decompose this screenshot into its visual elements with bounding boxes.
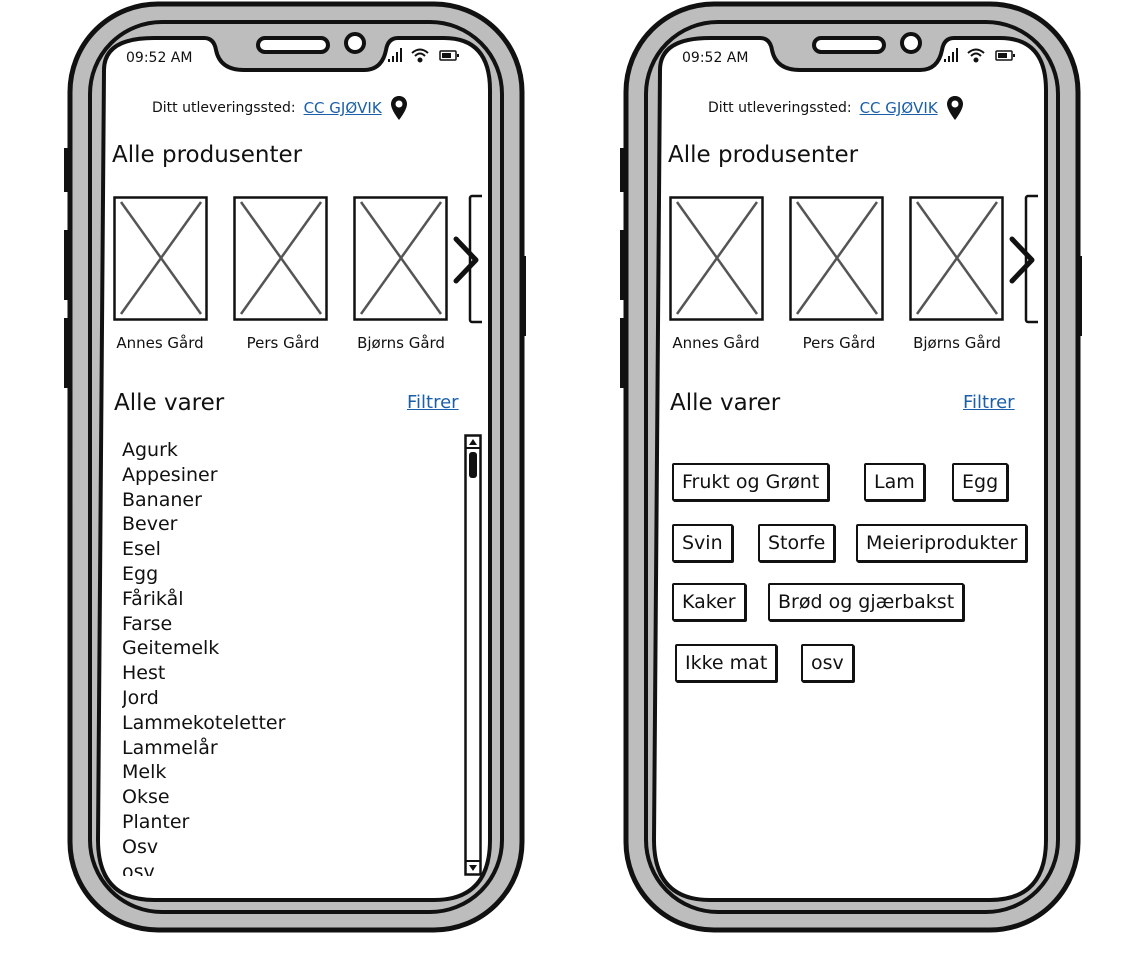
- list-item[interactable]: Planter: [122, 810, 190, 833]
- list-item[interactable]: Bever: [122, 513, 178, 536]
- list-item[interactable]: Appesiner: [122, 463, 218, 486]
- list-item[interactable]: Okse: [122, 786, 170, 809]
- category-chip[interactable]: osv: [801, 644, 854, 682]
- list-item[interactable]: Melk: [122, 761, 167, 784]
- category-chip[interactable]: Egg: [952, 463, 1009, 501]
- chevron-right-icon[interactable]: [452, 194, 482, 324]
- producers-title: Alle produsenter: [112, 142, 303, 168]
- chevron-right-icon[interactable]: [1008, 194, 1038, 324]
- list-item[interactable]: Hest: [122, 662, 166, 685]
- producer-name: Pers Gård: [246, 334, 320, 352]
- list-item[interactable]: Farse: [122, 612, 173, 635]
- location-label: Ditt utleveringssted:: [708, 100, 852, 116]
- producer-image[interactable]: [233, 196, 328, 321]
- battery-icon: [995, 50, 1015, 61]
- producer-image[interactable]: [669, 196, 764, 321]
- category-chip[interactable]: Brød og gjærbakst: [768, 583, 965, 621]
- delivery-location: Ditt utleveringssted: CC GJØVIK: [708, 95, 964, 121]
- list-item[interactable]: Jord: [122, 686, 159, 709]
- status-icons: [388, 48, 459, 63]
- producers-title: Alle produsenter: [668, 142, 859, 168]
- producer-name: Bjørns Gård: [913, 334, 1001, 352]
- delivery-location: Ditt utleveringssted: CC GJØVIK: [152, 95, 408, 121]
- category-chip[interactable]: Lam: [864, 463, 925, 501]
- producer-image[interactable]: [113, 196, 208, 321]
- product-list[interactable]: Agurk Appesiner Bananer Bever Esel Egg F…: [122, 438, 452, 876]
- signal-icon: [388, 48, 402, 62]
- list-item[interactable]: Bananer: [122, 488, 202, 511]
- products-title: Alle varer: [114, 390, 225, 416]
- status-time: 09:52 AM: [682, 50, 749, 66]
- category-chip[interactable]: Ikke mat: [675, 644, 778, 682]
- signal-icon: [944, 48, 958, 62]
- status-time: 09:52 AM: [126, 50, 193, 66]
- category-chip[interactable]: Svin: [672, 524, 733, 562]
- producer-image[interactable]: [789, 196, 884, 321]
- location-link[interactable]: CC GJØVIK: [303, 99, 382, 117]
- wifi-icon: [967, 48, 985, 63]
- list-item[interactable]: Egg: [122, 562, 159, 585]
- list-item[interactable]: Esel: [122, 538, 161, 561]
- phone-category-filter: 09:52 AM Ditt utleveringssted: CC GJØVIK…: [620, 0, 1082, 934]
- producer-name: Bjørns Gård: [357, 334, 445, 352]
- phone-product-list: 09:52 AM Ditt utleveringssted: CC GJØVIK…: [64, 0, 526, 934]
- producer-name: Pers Gård: [802, 334, 876, 352]
- list-item[interactable]: Lammelår: [122, 736, 218, 759]
- list-item[interactable]: Agurk: [122, 439, 178, 461]
- status-icons: [944, 48, 1015, 63]
- producer-name: Annes Gård: [672, 334, 760, 352]
- filter-link[interactable]: Filtrer: [407, 392, 459, 413]
- screen: 09:52 AM Ditt utleveringssted: CC GJØVIK…: [96, 38, 490, 900]
- producer-name: Annes Gård: [116, 334, 204, 352]
- scrollbar[interactable]: [464, 434, 482, 876]
- products-title: Alle varer: [670, 390, 781, 416]
- list-item[interactable]: Geitemelk: [122, 637, 220, 660]
- filter-link[interactable]: Filtrer: [963, 392, 1015, 413]
- list-item[interactable]: Fårikål: [122, 587, 184, 610]
- scroll-down-icon: [469, 865, 477, 871]
- category-chip[interactable]: Meieriprodukter: [856, 524, 1028, 562]
- category-chip[interactable]: Frukt og Grønt: [672, 463, 830, 501]
- location-link[interactable]: CC GJØVIK: [859, 99, 938, 117]
- battery-icon: [439, 50, 459, 61]
- producer-image[interactable]: [353, 196, 448, 321]
- wifi-icon: [411, 48, 429, 63]
- list-item[interactable]: Osv: [122, 835, 159, 858]
- map-pin-icon[interactable]: [946, 95, 964, 121]
- scroll-up-icon: [469, 439, 477, 445]
- list-item[interactable]: Lammekoteletter: [122, 711, 286, 734]
- category-chip[interactable]: Kaker: [672, 583, 746, 621]
- producer-image[interactable]: [909, 196, 1004, 321]
- map-pin-icon[interactable]: [390, 95, 408, 121]
- list-item[interactable]: osv: [122, 860, 155, 876]
- scroll-thumb: [469, 452, 477, 478]
- category-chip[interactable]: Storfe: [758, 524, 836, 562]
- screen: 09:52 AM Ditt utleveringssted: CC GJØVIK…: [652, 38, 1046, 900]
- location-label: Ditt utleveringssted:: [152, 100, 296, 116]
